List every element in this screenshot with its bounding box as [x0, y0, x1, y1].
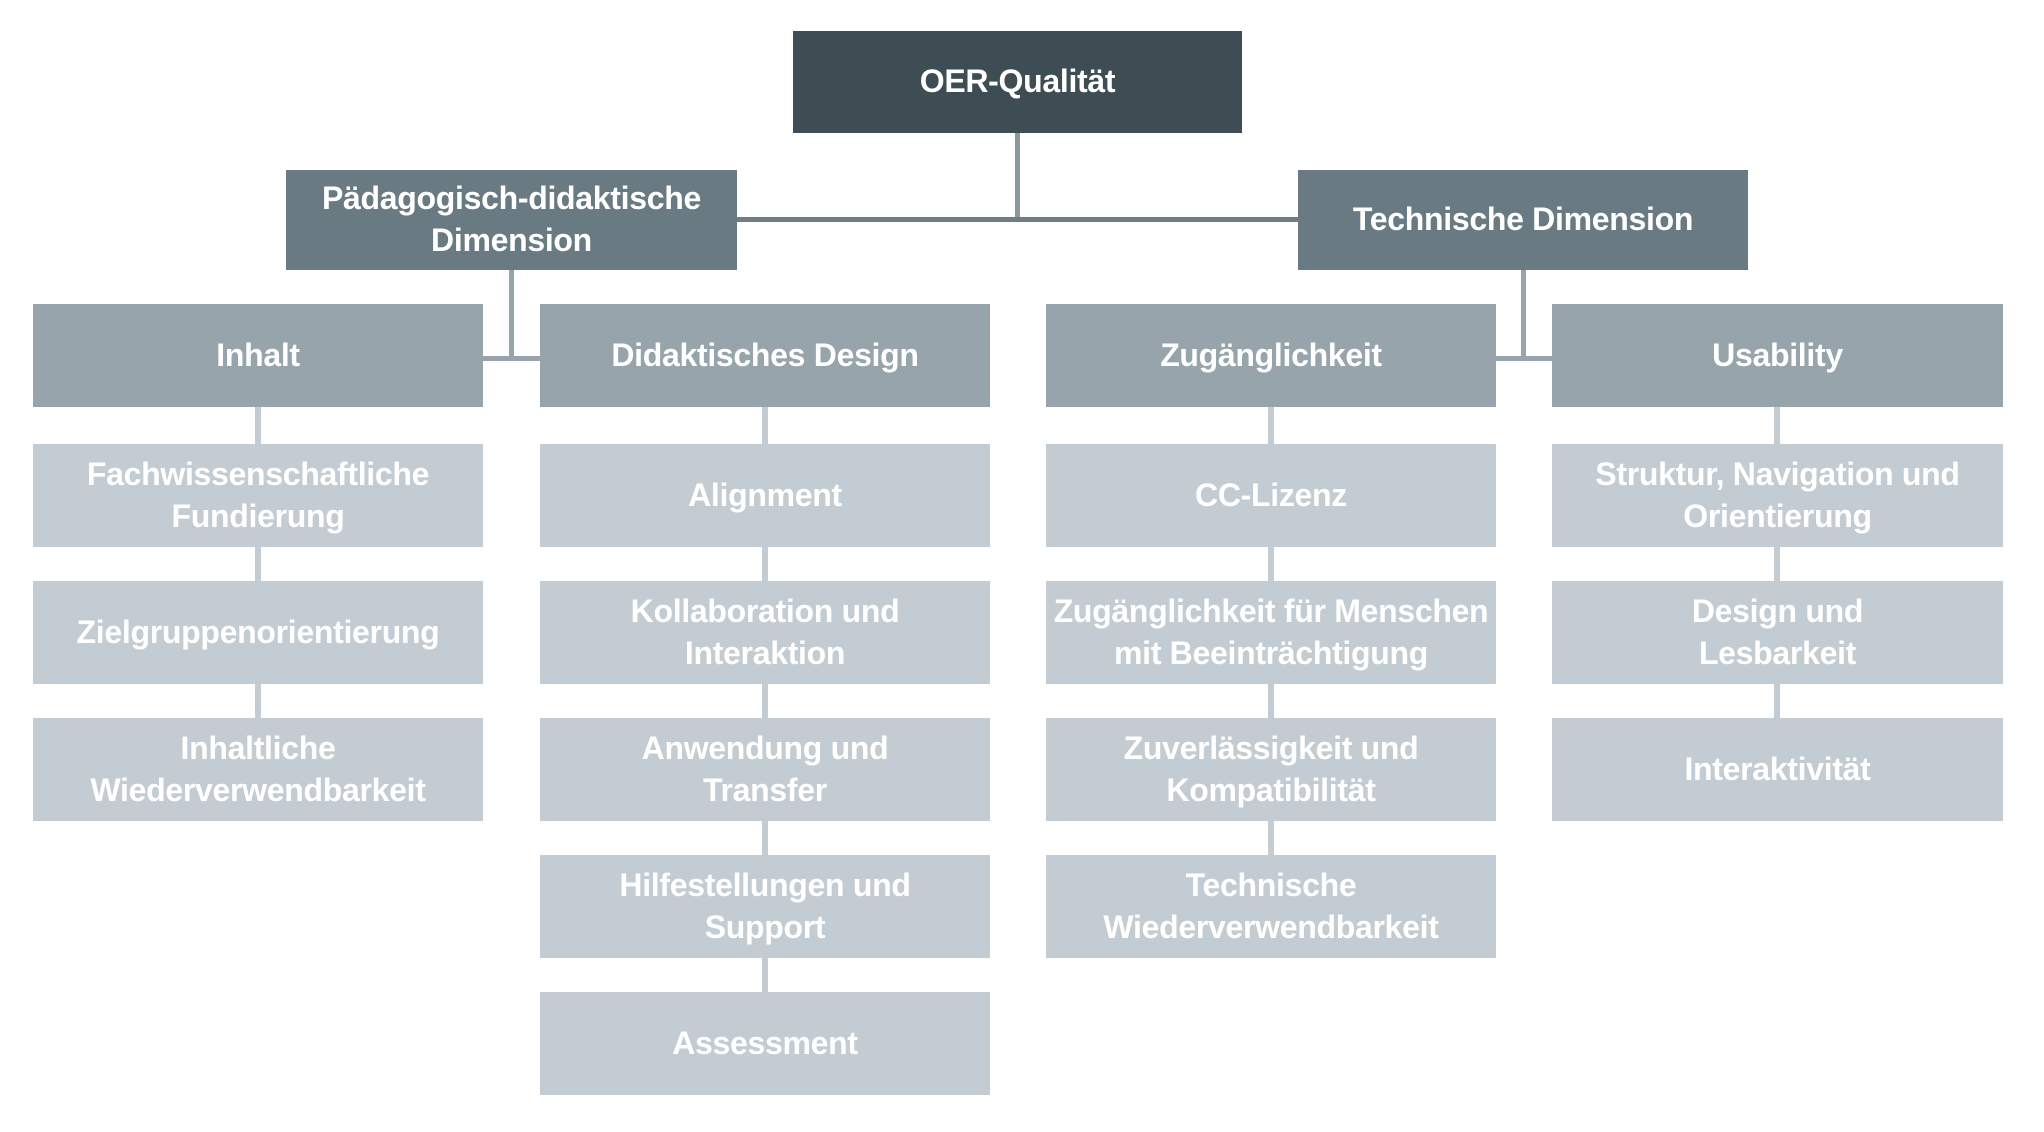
- connector-inhalt-didaktisches-link: [483, 356, 540, 361]
- connector-col4-seg1: [1774, 407, 1780, 444]
- node-zielgruppenorientierung: Zielgruppenorientierung: [33, 581, 483, 684]
- node-interaktivitaet: Interaktivität: [1552, 718, 2003, 821]
- connector-col2-seg5: [762, 958, 768, 992]
- node-zuverlaessigkeit-und-kompatibilitaet: Zuverlässigkeit und Kompatibilität: [1046, 718, 1496, 821]
- connector-col2-seg4: [762, 821, 768, 855]
- node-alignment: Alignment: [540, 444, 990, 547]
- node-fachwissenschaftliche-fundierung: Fachwissenschaftliche Fundierung: [33, 444, 483, 547]
- node-paedagogisch-didaktische-dimension: Pädagogisch-didaktische Dimension: [286, 170, 737, 270]
- connector-root-drop: [1015, 133, 1020, 219]
- connector-col2-seg1: [762, 407, 768, 444]
- connector-col3-seg1: [1268, 407, 1274, 444]
- node-technische-wiederverwendbarkeit: Technische Wiederverwendbarkeit: [1046, 855, 1496, 958]
- node-oer-qualitaet: OER-Qualität: [793, 31, 1242, 133]
- connector-col2-seg3: [762, 684, 768, 718]
- connector-col3-seg4: [1268, 821, 1274, 855]
- node-didaktisches-design: Didaktisches Design: [540, 304, 990, 407]
- node-inhaltliche-wiederverwendbarkeit: Inhaltliche Wiederverwendbarkeit: [33, 718, 483, 821]
- connector-col4-seg3: [1774, 684, 1780, 718]
- connector-dimensions-rail: [737, 217, 1298, 222]
- node-zugaenglichkeit-fuer-menschen: Zugänglichkeit für Menschen mit Beeinträ…: [1046, 581, 1496, 684]
- node-inhalt: Inhalt: [33, 304, 483, 407]
- node-struktur-navigation-orientierung: Struktur, Navigation und Orientierung: [1552, 444, 2003, 547]
- node-assessment: Assessment: [540, 992, 990, 1095]
- node-usability: Usability: [1552, 304, 2003, 407]
- node-design-und-lesbarkeit: Design und Lesbarkeit: [1552, 581, 2003, 684]
- connector-technische-drop: [1521, 270, 1526, 361]
- connector-col4-seg2: [1774, 547, 1780, 581]
- connector-zugaenglichkeit-usability-link: [1496, 356, 1552, 361]
- connector-col3-seg2: [1268, 547, 1274, 581]
- connector-col2-seg2: [762, 547, 768, 581]
- connector-paedagogisch-drop: [509, 270, 514, 361]
- node-hilfestellungen-und-support: Hilfestellungen und Support: [540, 855, 990, 958]
- connector-col3-seg3: [1268, 684, 1274, 718]
- node-anwendung-und-transfer: Anwendung und Transfer: [540, 718, 990, 821]
- connector-col1-seg3: [255, 684, 261, 718]
- connector-col1-seg1: [255, 407, 261, 444]
- node-zugaenglichkeit: Zugänglichkeit: [1046, 304, 1496, 407]
- connector-col1-seg2: [255, 547, 261, 581]
- node-cc-lizenz: CC-Lizenz: [1046, 444, 1496, 547]
- node-kollaboration-und-interaktion: Kollaboration und Interaktion: [540, 581, 990, 684]
- node-technische-dimension: Technische Dimension: [1298, 170, 1748, 270]
